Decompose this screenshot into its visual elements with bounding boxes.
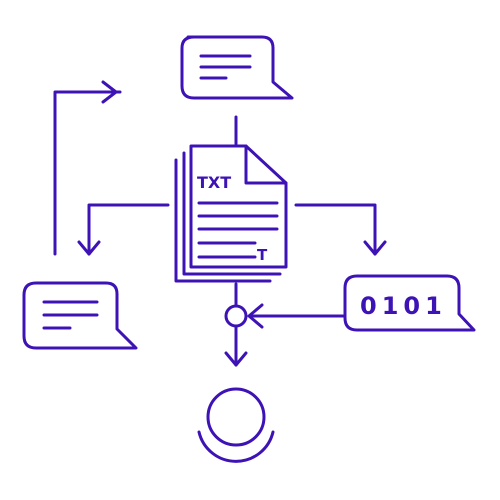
document-text-marker: T: [257, 246, 268, 264]
left-chat-bubble-icon: [22, 281, 138, 350]
loop-arrow: [53, 80, 122, 256]
arrow-junction-to-target: [224, 324, 248, 367]
arrow-binary-to-junction: [247, 303, 345, 329]
document-title: TXT: [197, 173, 231, 192]
target-circle-icon: [197, 387, 275, 463]
junction-node: [224, 304, 248, 328]
arrow-left-branch: [77, 203, 170, 256]
text-document-icon: TXT T: [174, 144, 288, 283]
top-chat-bubble-icon: [180, 35, 294, 100]
arrow-right-branch: [294, 203, 387, 256]
binary-text: 0101: [360, 292, 447, 320]
binary-data-icon: 0101: [343, 274, 476, 332]
